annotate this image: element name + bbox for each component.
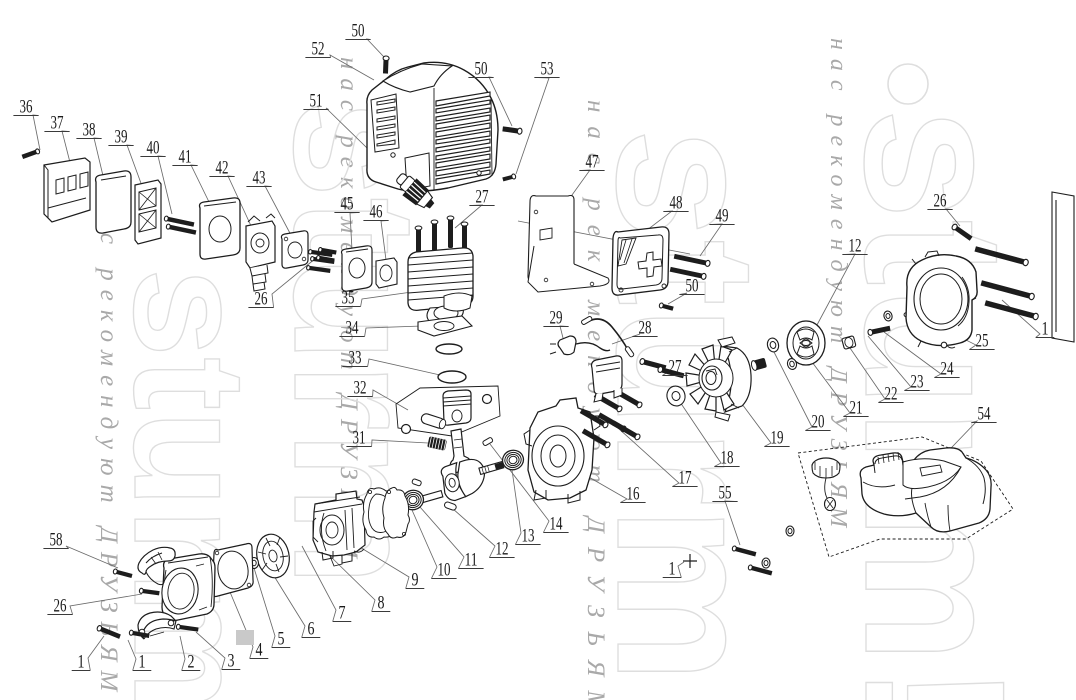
svg-text:50: 50 <box>475 59 488 80</box>
svg-text:7: 7 <box>339 603 346 624</box>
svg-text:16: 16 <box>627 484 640 505</box>
svg-text:41: 41 <box>179 147 192 168</box>
svg-text:1: 1 <box>78 652 85 673</box>
svg-text:58: 58 <box>50 530 63 551</box>
svg-text:40: 40 <box>147 138 160 159</box>
svg-text:28: 28 <box>639 318 652 339</box>
svg-text:31: 31 <box>353 428 366 449</box>
svg-text:23: 23 <box>911 372 924 393</box>
svg-text:11: 11 <box>465 550 478 571</box>
svg-text:21: 21 <box>850 398 863 419</box>
svg-text:32: 32 <box>354 378 367 399</box>
svg-text:8: 8 <box>378 593 385 614</box>
svg-text:2: 2 <box>188 652 195 673</box>
svg-text:нас рекомендуют ДРУЗЬЯМ: нас рекомендуют ДРУЗЬЯМ <box>335 57 362 567</box>
svg-text:50: 50 <box>352 21 365 42</box>
svg-text:51: 51 <box>310 91 323 112</box>
svg-text:24: 24 <box>941 359 954 380</box>
svg-text:47: 47 <box>586 152 599 173</box>
svg-text:26: 26 <box>54 596 67 617</box>
svg-text:27: 27 <box>476 187 489 208</box>
svg-text:27: 27 <box>669 357 682 378</box>
svg-text:39: 39 <box>115 127 128 148</box>
svg-text:54: 54 <box>978 404 991 425</box>
svg-text:9: 9 <box>412 570 419 591</box>
svg-text:42: 42 <box>216 158 229 179</box>
svg-text:53: 53 <box>541 59 554 80</box>
svg-text:нас рекомендуют ДРУЗЬЯМ: нас рекомендуют ДРУЗЬЯМ <box>825 38 851 536</box>
svg-text:6: 6 <box>308 619 315 640</box>
svg-text:55: 55 <box>719 483 732 504</box>
svg-text:45: 45 <box>341 194 354 215</box>
svg-text:36: 36 <box>20 97 33 118</box>
svg-text:26: 26 <box>934 191 947 212</box>
svg-text:14: 14 <box>550 514 563 535</box>
svg-text:4: 4 <box>256 640 263 661</box>
svg-text:1: 1 <box>1042 319 1049 340</box>
svg-text:12: 12 <box>496 539 509 560</box>
svg-text:26: 26 <box>255 289 268 310</box>
svg-text:52: 52 <box>312 39 325 60</box>
svg-text:35: 35 <box>342 288 355 309</box>
svg-text:10: 10 <box>438 560 451 581</box>
svg-text:48: 48 <box>670 193 683 214</box>
svg-text:22: 22 <box>885 384 898 405</box>
svg-text:sturm!: sturm! <box>823 108 1046 700</box>
svg-text:12: 12 <box>849 236 862 257</box>
svg-text:46: 46 <box>370 202 383 223</box>
svg-text:1: 1 <box>139 652 146 673</box>
svg-text:5: 5 <box>278 629 285 650</box>
svg-text:49: 49 <box>716 206 729 227</box>
svg-text:18: 18 <box>721 448 734 469</box>
svg-text:sturm!: sturm! <box>575 128 798 700</box>
svg-text:25: 25 <box>976 331 989 352</box>
svg-text:13: 13 <box>522 526 535 547</box>
svg-text:38: 38 <box>83 120 96 141</box>
svg-text:3: 3 <box>228 651 235 672</box>
svg-text:37: 37 <box>51 113 64 134</box>
svg-text:43: 43 <box>253 168 266 189</box>
svg-text:1: 1 <box>669 559 676 580</box>
svg-text:нас рекомендуют ДРУЗЬЯМ: нас рекомендуют ДРУЗЬЯМ <box>95 190 122 700</box>
svg-text:29: 29 <box>550 308 563 329</box>
svg-text:50: 50 <box>686 276 699 297</box>
svg-text:19: 19 <box>771 428 784 449</box>
svg-text:33: 33 <box>349 348 362 369</box>
svg-text:34: 34 <box>346 318 359 339</box>
svg-text:20: 20 <box>812 412 825 433</box>
svg-text:17: 17 <box>679 468 692 489</box>
